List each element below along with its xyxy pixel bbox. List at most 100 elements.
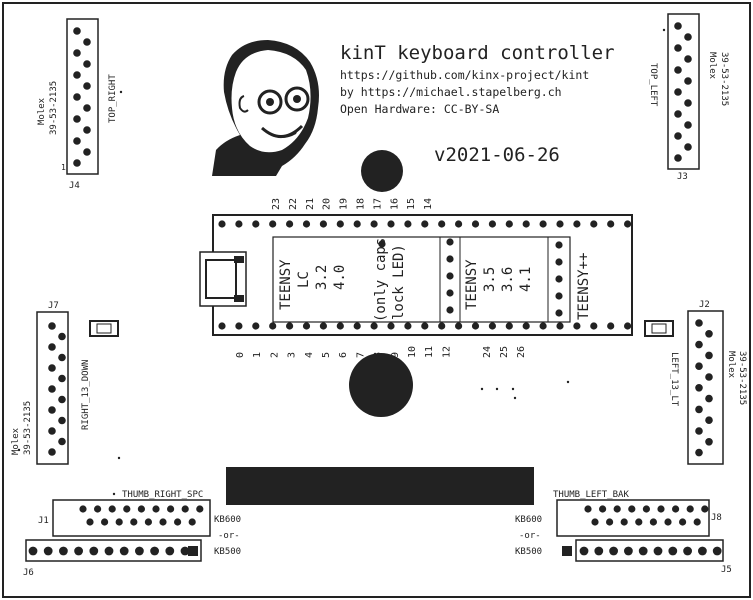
j3-ref-label: J3 [677, 172, 688, 182]
connector-pin [695, 362, 703, 371]
connector-pin [705, 394, 713, 403]
j6-pin [28, 546, 38, 556]
j6-pin [104, 546, 114, 556]
teensy-inner-pin [446, 306, 454, 314]
bottom-pin-number: 11 [424, 346, 435, 358]
connector-pin [83, 104, 91, 112]
j1-ref-label: J1 [38, 516, 49, 526]
teensy-35-model: 3.5 [482, 267, 498, 292]
j5-ref-label: J5 [721, 565, 732, 575]
board-title: kinT keyboard controller [340, 42, 615, 64]
teensy-32-model: 3.2 [314, 265, 330, 290]
connector-pin [684, 121, 692, 129]
teensy-pin [370, 220, 378, 228]
connector-j7: J7 Molex 39-53-2135 RIGHT_13_DOWN [11, 301, 91, 465]
teensy-inner-pin [446, 238, 454, 246]
thumb-pin [115, 518, 123, 526]
top-pin-number: 19 [339, 198, 350, 210]
thumb-pin [94, 505, 102, 513]
bottom-pin-number: 9 [390, 352, 401, 358]
connector-pin [73, 115, 81, 123]
connector-j1: J1 THUMB_RIGHT_SPC KB600 -or- KB500 [38, 490, 241, 557]
j5-pin [638, 546, 648, 556]
teensy-pin [590, 322, 598, 330]
thumb-pin [137, 505, 145, 513]
connector-j4: J4 1 Molex 39-53-2135 TOP_RIGHT [37, 18, 118, 191]
j6-pin1 [188, 546, 198, 556]
mounting-hole-top [361, 150, 403, 192]
teensy-pin [438, 220, 446, 228]
teensy-pin [573, 220, 581, 228]
bottom-pin-number: 26 [516, 346, 527, 358]
teensy-inner-pin [446, 255, 454, 263]
teensy-pin [573, 322, 581, 330]
teensy-pin [539, 322, 547, 330]
thumb-pin [174, 518, 182, 526]
connector-pin [83, 82, 91, 90]
teensy-pin [455, 322, 463, 330]
connector-pin [58, 353, 66, 362]
j3-side-label: TOP_LEFT [648, 63, 658, 107]
j2-part-label: 39-53-2135 [737, 351, 747, 405]
thumb-pin [679, 518, 687, 526]
teensy-pin [235, 220, 243, 228]
connector-pin [674, 132, 682, 140]
teensy-inner-pin [378, 240, 386, 248]
teensy-pin [302, 220, 311, 228]
connector-pin [695, 427, 703, 435]
j6-pin [135, 546, 144, 556]
teensy-inner-pin [446, 289, 454, 297]
j5-pin1 [562, 546, 572, 556]
j6-pin [59, 546, 68, 556]
j6-pin [74, 546, 83, 556]
connector-pin [695, 340, 703, 349]
thumb-pin [672, 505, 680, 513]
thumb-pin [159, 518, 167, 526]
teensy-35-label: TEENSY [464, 259, 480, 310]
top-pin-number: 22 [288, 198, 299, 210]
teensy-pin [556, 322, 564, 330]
thumb-pin [591, 518, 599, 526]
teensy-pin [319, 220, 327, 228]
teensy-pin [353, 322, 361, 330]
j6-pin [165, 546, 175, 556]
via-dots [17, 28, 666, 496]
thumb-pin [144, 518, 152, 526]
j4-part-label: 39-53-2135 [49, 81, 59, 135]
repo-url: https://github.com/kinx-project/kint [340, 68, 589, 82]
thumb-pin [664, 518, 672, 526]
teensy-pin [522, 220, 530, 228]
bottom-pin-number: 6 [338, 352, 349, 358]
teensy-pin [387, 322, 395, 330]
thumb-pin [613, 505, 621, 513]
teensy-lc-label: TEENSY [278, 259, 294, 310]
teensy-footprint: TEENSY LC 3.2 4.0 (only caps lock LED) T… [199, 198, 633, 358]
connector-pin [674, 66, 682, 74]
connector-pin [705, 373, 713, 381]
teensy-inner-pin [555, 275, 563, 283]
connector-pin [674, 44, 682, 52]
j5-pin [683, 546, 692, 556]
connector-pin [684, 143, 692, 151]
teensy-pin [471, 220, 480, 228]
thumb-pin [620, 518, 628, 526]
thumb-pin [599, 505, 607, 513]
connector-j3: J3 Molex 39-53-2135 TOP_LEFT [648, 13, 729, 182]
bottom-pin-number: 1 [252, 352, 263, 358]
top-pin-number: 17 [372, 198, 383, 210]
connector-pin [83, 38, 91, 46]
mounting-hole-bottom [349, 353, 413, 417]
connector-pin [73, 71, 81, 79]
j5-pin [698, 546, 707, 556]
j5-pin [712, 546, 722, 556]
teensy-pin [336, 322, 344, 330]
thumb-pin [123, 505, 131, 513]
or-right: -or- [519, 531, 541, 541]
connector-pin [73, 159, 81, 167]
connector-pin [48, 322, 56, 330]
j4-pin1-label: 1 [61, 163, 66, 172]
thumb-pin [606, 518, 614, 526]
teensy-plus-label: TEENSY++ [576, 253, 592, 320]
teensy-pin [404, 220, 412, 228]
connector-pin [48, 343, 56, 351]
